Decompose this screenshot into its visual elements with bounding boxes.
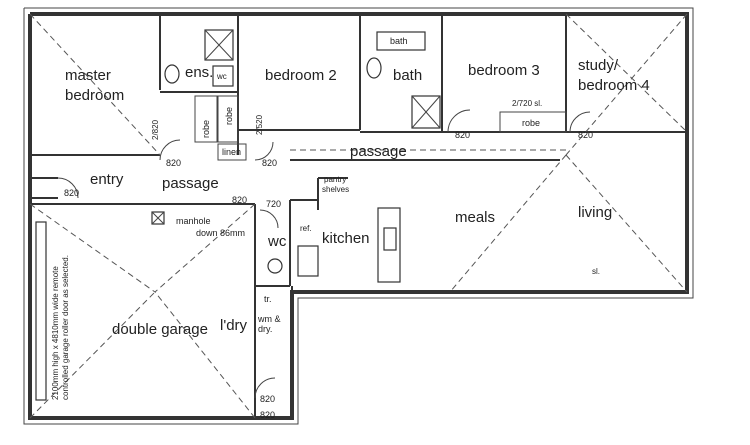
label-laundry: l'dry	[220, 317, 248, 334]
label-living: living	[578, 204, 612, 221]
label-garage: double garage	[112, 321, 208, 338]
label-tr: tr.	[264, 294, 272, 304]
label-linen: linen	[222, 147, 241, 157]
door-wc-top: 820	[232, 195, 247, 205]
label-wm-2: dry.	[258, 324, 272, 334]
door-study: 820	[578, 130, 593, 140]
door-swings	[57, 109, 591, 399]
label-study-1: study/	[578, 57, 619, 74]
interior-walls	[30, 14, 687, 418]
basin-bath	[366, 57, 382, 79]
robe-slider-1: 2/820	[151, 119, 160, 140]
robe-slider-2: 2/520	[255, 114, 264, 135]
label-slider: sl.	[592, 267, 600, 276]
label-wc: wc	[267, 233, 287, 250]
toilet-ensuite	[212, 65, 234, 87]
label-bedroom3: bedroom 3	[468, 62, 540, 79]
door-garage-side: 820	[260, 410, 275, 420]
label-robe-2: robe	[224, 107, 234, 125]
label-master-2: bedroom	[65, 87, 124, 104]
label-master-1: master	[65, 67, 111, 84]
label-robe-3: robe	[522, 118, 540, 128]
door-swing-passage	[159, 139, 181, 161]
stove	[297, 245, 319, 277]
door-passage-2: 820	[262, 158, 277, 168]
label-manhole-1: manhole	[176, 216, 211, 226]
label-passage-main: passage	[350, 143, 407, 160]
label-bedroom2: bedroom 2	[265, 67, 337, 84]
door-entry: 820	[64, 188, 79, 198]
door-passage-1: 820	[166, 158, 181, 168]
label-garage-door-1: 2100mm high x 4810mm wide remote	[51, 266, 60, 400]
roof-lines	[29, 13, 688, 419]
label-study-2: bedroom 4	[578, 77, 650, 94]
label-entry: entry	[90, 171, 124, 188]
door-swing-wc	[259, 209, 279, 229]
door-swing-entry	[57, 177, 79, 199]
garage-door-strip	[35, 221, 47, 401]
label-wm-1: wm &	[257, 314, 281, 324]
door-swing-laundry	[254, 377, 276, 399]
label-garage-door-2: controlled garage roller door as selecte…	[61, 255, 70, 400]
bathtub	[376, 31, 426, 51]
door-swing-bath	[447, 109, 471, 133]
door-swing-study	[569, 111, 591, 133]
label-bath: bath	[393, 67, 422, 84]
label-ensuite: ens.	[185, 64, 213, 81]
label-meals: meals	[455, 209, 495, 226]
label-ref: ref.	[300, 224, 312, 233]
label-manhole-2: down 86mm	[196, 228, 245, 238]
label-bath-fixture: bath	[390, 36, 408, 46]
sink-bowl	[383, 227, 397, 251]
fixtures	[35, 29, 441, 401]
label-passage-left: passage	[162, 175, 219, 192]
label-wc-ensuite: wc	[216, 72, 227, 81]
label-pantry-1: pantry	[324, 175, 346, 184]
label-kitchen: kitchen	[322, 230, 370, 247]
door-bath: 820	[455, 130, 470, 140]
wc-toilet	[267, 258, 283, 274]
door-wc-side: 720	[266, 199, 281, 209]
door-laundry: 820	[260, 394, 275, 404]
label-robe-1: robe	[201, 120, 211, 138]
robe-slider-3: 2/720 sl.	[512, 99, 542, 108]
basin-ensuite	[164, 64, 180, 84]
label-pantry-2: shelves	[322, 185, 349, 194]
door-swing-bed2	[254, 141, 274, 161]
